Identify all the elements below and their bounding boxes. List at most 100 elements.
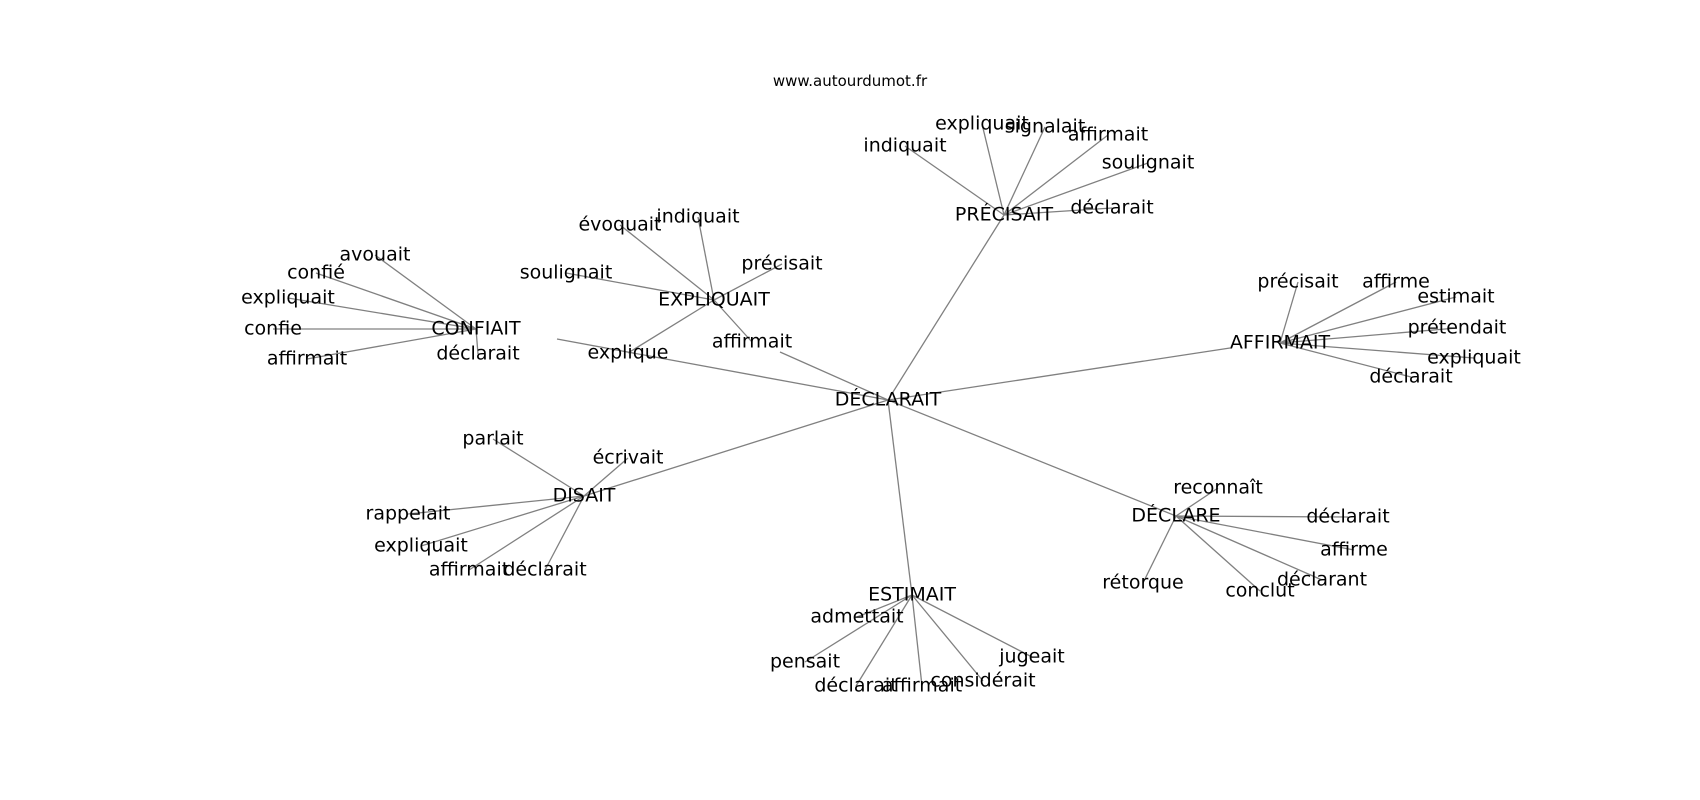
edge-center-precisait — [887, 214, 1005, 401]
edge-estimait-leaf-1 — [804, 594, 913, 663]
leaf-node-confiait-1[interactable]: confié — [287, 262, 345, 284]
labels-layer: DÉCLARAITPRÉCISAITindiquaitexpliquaitsig… — [241, 113, 1521, 697]
leaf-node-affirmait-5[interactable]: déclarait — [1369, 366, 1452, 388]
hub-node-estimait[interactable]: ESTIMAIT — [868, 584, 956, 606]
leaf-node-declare-3[interactable]: déclarant — [1277, 569, 1367, 591]
edge-estimait-leaf-2 — [855, 594, 913, 687]
edge-confiait-leaf-1 — [315, 272, 477, 330]
edge-center-estimait — [887, 399, 913, 596]
leaf-node-affirmait-4[interactable]: expliquait — [1427, 347, 1521, 369]
leaf-node-declare-4[interactable]: conclut — [1225, 580, 1294, 602]
edge-estimait-leaf-0 — [856, 594, 913, 618]
edge-disait-leaf-3 — [420, 495, 585, 547]
edge-disait-leaf-5 — [544, 495, 585, 571]
leaf-node-estimait-1[interactable]: pensait — [770, 651, 840, 673]
leaf-node-precisait-5[interactable]: déclarait — [1070, 197, 1153, 219]
leaf-node-declare-2[interactable]: affirme — [1320, 539, 1388, 561]
edge-precisait-leaf-2 — [1003, 126, 1046, 216]
edge-declare-leaf-2 — [1175, 515, 1355, 551]
leaf-node-precisait-2[interactable]: signalait — [1005, 116, 1086, 138]
edge-precisait-leaf-1 — [981, 123, 1005, 216]
source-watermark: www.autourdumot.fr — [772, 72, 928, 90]
edge-center-expliquait — [779, 351, 889, 401]
edge-confiait-leaf-2 — [287, 297, 477, 330]
leaf-node-declare-0[interactable]: reconnaît — [1173, 477, 1263, 499]
edge-estimait-leaf-3 — [911, 594, 923, 687]
edge-precisait-leaf-4 — [1003, 162, 1149, 216]
leaf-node-estimait-5[interactable]: jugeait — [998, 646, 1064, 668]
edge-expliquait-leaf-5 — [627, 299, 715, 354]
leaf-node-confiait-5[interactable]: déclarait — [436, 343, 519, 365]
edge-center-disait — [583, 399, 889, 497]
leaf-node-expliquait-0[interactable]: évoquait — [578, 214, 661, 236]
edge-declare-leaf-1 — [1175, 515, 1349, 518]
leaf-node-declare-1[interactable]: déclarait — [1306, 506, 1389, 528]
edge-confiait-leaf-0 — [374, 254, 477, 330]
leaf-node-expliquait-4[interactable]: affirmait — [712, 331, 792, 353]
edge-expliquait-leaf-2 — [713, 263, 783, 301]
edge-center-affirmait — [887, 347, 1231, 401]
edge-precisait-leaf-5 — [1003, 207, 1113, 216]
edge-expliquait-leaf-4 — [713, 299, 753, 343]
edge-precisait-leaf-3 — [1003, 134, 1109, 216]
leaf-node-affirmait-3[interactable]: prétendait — [1408, 317, 1507, 339]
hub-node-disait[interactable]: DISAIT — [553, 485, 616, 507]
leaf-node-disait-2[interactable]: rappelait — [366, 503, 451, 525]
edge-affirmait-leaf-3 — [1279, 327, 1458, 344]
edge-center-confiait — [556, 338, 889, 401]
edge-estimait-leaf-4 — [911, 594, 984, 682]
edge-affirmait-leaf-2 — [1279, 296, 1457, 344]
edge-declare-leaf-5 — [1142, 515, 1177, 584]
leaf-node-estimait-2[interactable]: déclarait — [814, 675, 897, 697]
hub-node-affirmait[interactable]: AFFIRMAIT — [1230, 332, 1331, 354]
edge-estimait-leaf-5 — [911, 594, 1033, 658]
leaf-node-confiait-3[interactable]: confie — [244, 318, 302, 340]
edge-expliquait-leaf-3 — [565, 272, 715, 301]
edge-affirmait-leaf-5 — [1279, 342, 1412, 378]
leaf-node-precisait-0[interactable]: indiquait — [863, 135, 946, 157]
leaf-node-disait-5[interactable]: déclarait — [503, 559, 586, 581]
leaf-node-disait-0[interactable]: parlait — [462, 428, 523, 450]
edge-confiait-leaf-5 — [475, 328, 479, 355]
leaf-node-confiait-4[interactable]: affirmait — [267, 348, 347, 370]
edge-disait-leaf-0 — [492, 438, 585, 497]
edge-expliquait-leaf-1 — [697, 216, 715, 301]
leaf-node-affirmait-2[interactable]: estimait — [1417, 286, 1494, 308]
leaf-node-affirmait-1[interactable]: affirme — [1362, 271, 1430, 293]
edge-confiait-leaf-4 — [306, 328, 477, 360]
center-node-label[interactable]: DÉCLARAIT — [835, 388, 942, 411]
hub-node-confiait[interactable]: CONFIAIT — [431, 318, 521, 340]
leaf-node-expliquait-2[interactable]: précisait — [741, 253, 822, 275]
edge-expliquait-leaf-0 — [619, 224, 715, 301]
leaf-node-confiait-0[interactable]: avouait — [340, 244, 411, 266]
hub-node-precisait[interactable]: PRÉCISAIT — [955, 203, 1054, 226]
edge-affirmait-leaf-0 — [1279, 281, 1299, 344]
leaf-node-expliquait-5[interactable]: explique — [587, 342, 668, 364]
leaf-node-estimait-0[interactable]: admettait — [810, 606, 903, 628]
leaf-node-confiait-2[interactable]: expliquait — [241, 287, 335, 309]
edge-center-declare — [887, 399, 1177, 517]
edges-layer — [273, 123, 1475, 687]
edge-disait-leaf-2 — [407, 495, 585, 515]
edge-disait-leaf-4 — [468, 495, 585, 571]
leaf-node-precisait-4[interactable]: soulignait — [1102, 152, 1195, 174]
edge-declare-leaf-0 — [1175, 487, 1219, 517]
hub-node-expliquait[interactable]: EXPLIQUAIT — [658, 289, 770, 311]
leaf-node-expliquait-3[interactable]: soulignait — [520, 262, 613, 284]
leaf-node-disait-1[interactable]: écrivait — [593, 447, 664, 469]
edge-disait-leaf-1 — [583, 457, 629, 497]
edge-declare-leaf-3 — [1175, 515, 1323, 581]
hub-node-declare[interactable]: DÉCLARE — [1131, 504, 1220, 527]
leaf-node-estimait-3[interactable]: affirmait — [882, 675, 962, 697]
edge-declare-leaf-4 — [1175, 515, 1261, 592]
leaf-node-affirmait-0[interactable]: précisait — [1257, 271, 1338, 293]
leaf-node-expliquait-1[interactable]: indiquait — [656, 206, 739, 228]
leaf-node-disait-4[interactable]: affirmait — [429, 559, 509, 581]
leaf-node-precisait-1[interactable]: expliquait — [935, 113, 1029, 135]
leaf-node-disait-3[interactable]: expliquait — [374, 535, 468, 557]
leaf-node-precisait-3[interactable]: affirmait — [1068, 124, 1148, 146]
edge-precisait-leaf-0 — [904, 145, 1005, 216]
leaf-node-declare-5[interactable]: rétorque — [1102, 572, 1183, 594]
leaf-node-estimait-4[interactable]: considérait — [930, 670, 1035, 692]
